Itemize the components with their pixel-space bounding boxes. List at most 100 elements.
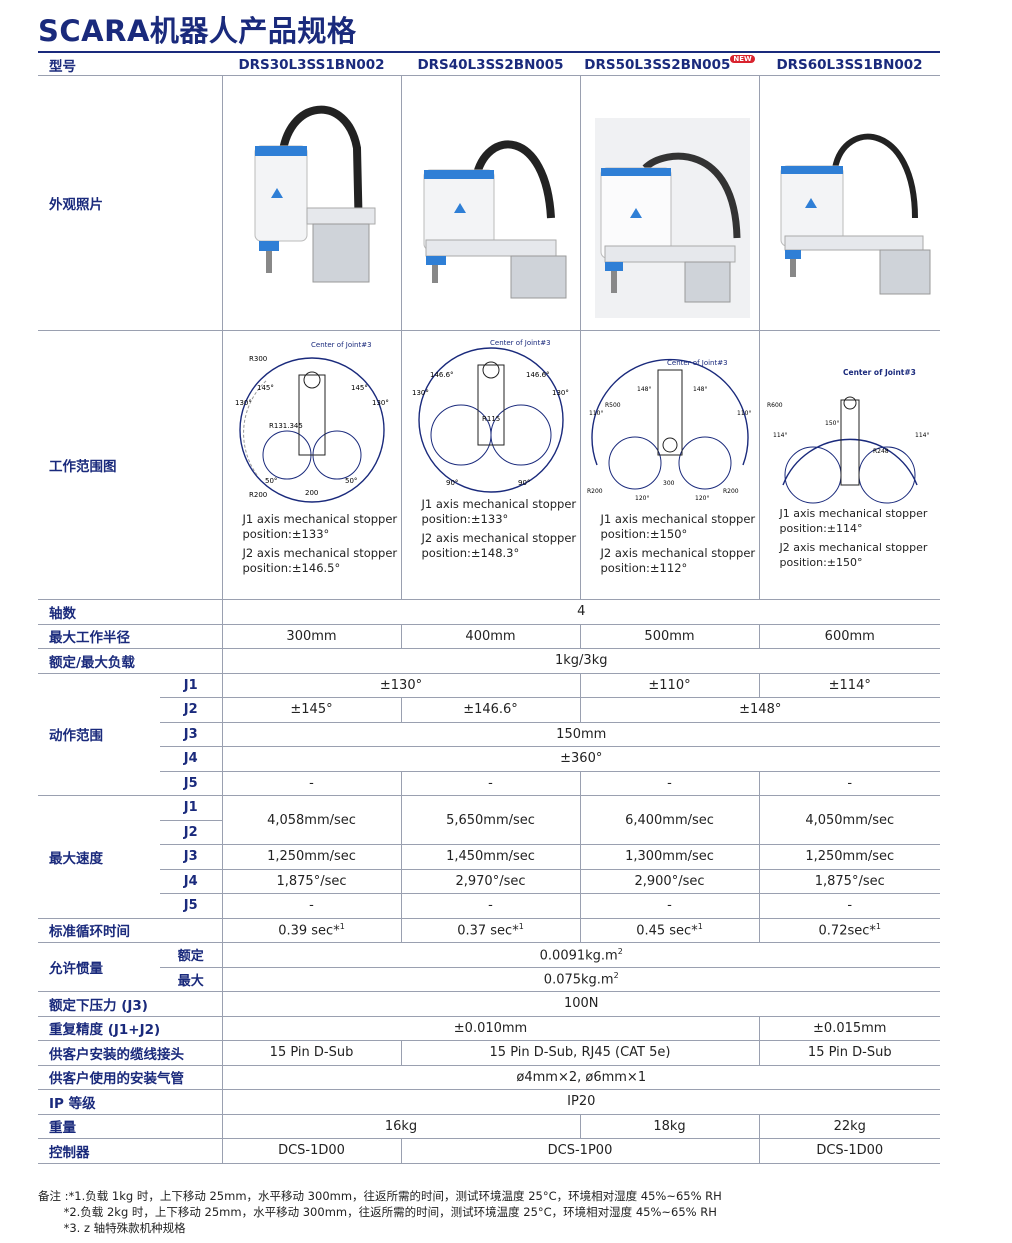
motion-j3-row: J3 150mm (38, 722, 940, 747)
speed-j5-row: J5 - - - - (38, 893, 940, 919)
repeat-value: ±0.010mm (221, 1016, 759, 1041)
j1-stopper-note: J1 axis mechanical stopper position:±133… (242, 512, 398, 541)
speed-j3-value: 1,250mm/sec (758, 844, 940, 870)
cable-label: 供客户安装的缆线接头 (38, 1040, 222, 1066)
motion-j2-value: ±146.6° (400, 697, 580, 723)
motion-j5-value: - (579, 771, 759, 796)
work-cell-4: Center of Joint#3 R600 R248 114° 150° 11… (758, 330, 940, 600)
model-4: DRS60L3SS1BN002 (759, 54, 940, 76)
cycle-text: 0.45 sec* (636, 923, 698, 939)
air-label: 供客户使用的安装气管 (38, 1065, 222, 1090)
speed-j12-value: 5,650mm/sec (400, 795, 580, 845)
work-range-diagram-4: Center of Joint#3 R600 R248 114° 150° 11… (767, 368, 929, 504)
spec-table: 型号 DRS30L3SS1BN002 DRS40L3SS2BN005 DRS50… (38, 54, 940, 1164)
model-2: DRS40L3SS2BN005 (401, 54, 580, 76)
repeat-label: 重复精度 (J1+J2) (38, 1016, 222, 1041)
motion-j1-row: 动作范围 J1 ±130° ±110° ±114° (38, 673, 940, 796)
cycle-label: 标准循环时间 (38, 918, 222, 943)
weight-label: 重量 (38, 1114, 222, 1139)
radius-label: R248 (873, 448, 889, 455)
photo-cell-3 (579, 75, 759, 331)
motion-j4-label: J4 (160, 746, 223, 772)
model-3-text: DRS50L3SS2BN005 (584, 56, 731, 73)
inertia-max-value: 0.075kg.m2 (222, 967, 940, 992)
speed-j1-label: J1 (160, 795, 223, 821)
motion-j5-value: - (758, 771, 940, 796)
work-range-row: 工作范围图 Center of Joint#3 R300 R131.345 R2… (38, 330, 940, 600)
j2-stopper-note: J2 axis mechanical stopper position:±112… (600, 546, 756, 575)
inertia-max-row: 最大 0.075kg.m2 (38, 967, 940, 992)
angle-label: 130° (372, 399, 389, 407)
work-note-2: J1 axis mechanical stopper position:±133… (402, 497, 580, 560)
max-radius-value: 500mm (579, 624, 759, 649)
model-1: DRS30L3SS1BN002 (222, 54, 401, 76)
repeat-value: ±0.015mm (758, 1016, 940, 1041)
angle-label: 50° (265, 477, 277, 485)
angle-label: 120° (695, 495, 709, 502)
ip-row: IP 等级 IP20 (38, 1089, 940, 1115)
cycle-value: 0.37 sec*1 (400, 918, 580, 943)
speed-j3-value: 1,300mm/sec (579, 844, 759, 870)
speed-j4-row: J4 1,875°/sec 2,970°/sec 2,900°/sec 1,87… (38, 869, 940, 894)
speed-j3-row: J3 1,250mm/sec 1,450mm/sec 1,300mm/sec 1… (38, 844, 940, 870)
weight-value: 22kg (758, 1114, 940, 1139)
ip-value: IP20 (221, 1089, 940, 1115)
distance-label: 300 (663, 480, 675, 487)
cycle-text: 0.37 sec* (457, 923, 519, 939)
j1-stopper-note: J1 axis mechanical stopper position:±133… (421, 497, 577, 526)
j1-stopper-note: J1 axis mechanical stopper position:±150… (600, 512, 756, 541)
photo-cell-4 (758, 75, 940, 331)
payload-label: 额定/最大负载 (38, 648, 222, 674)
j2-stopper-note: J2 axis mechanical stopper position:±146… (242, 546, 398, 575)
motion-j4-value: ±360° (222, 746, 940, 772)
motion-j2-label: J2 (160, 697, 223, 723)
weight-value: 18kg (579, 1114, 759, 1139)
max-radius-value: 300mm (221, 624, 401, 649)
cable-row: 供客户安装的缆线接头 15 Pin D-Sub 15 Pin D-Sub, RJ… (38, 1040, 940, 1066)
motion-label: 动作范围 (38, 673, 160, 796)
cycle-value: 0.45 sec*1 (579, 918, 759, 943)
motion-j3-label: J3 (160, 722, 223, 747)
angle-label: 146.6° (430, 371, 454, 379)
force-row: 额定下压力 (J3) 100N (38, 991, 940, 1017)
angle-label: 145° (257, 384, 274, 392)
work-cell-2: Center of Joint#3 R115 130° 146.6° 146.6… (400, 330, 580, 600)
header-row: 型号 DRS30L3SS1BN002 DRS40L3SS2BN005 DRS50… (38, 54, 940, 76)
cycle-text: 0.39 sec* (278, 923, 340, 939)
cable-value: 15 Pin D-Sub, RJ45 (CAT 5e) (400, 1040, 759, 1066)
radius-label: R300 (249, 355, 267, 363)
speed-j1-row: 最大速度 J1 4,058mm/sec 5,650mm/sec 6,400mm/… (38, 795, 940, 919)
controller-value: DCS-1P00 (400, 1138, 759, 1164)
j1-stopper-note: J1 axis mechanical stopper position:±114… (779, 507, 928, 535)
work-range-diagram-1: Center of Joint#3 R300 R131.345 R200 130… (235, 341, 389, 503)
center-joint-label: Center of Joint#3 (490, 339, 551, 347)
footnotes: 备注 :*1.负载 1kg 时，上下移动 25mm，水平移动 300mm，往返所… (38, 1188, 722, 1236)
photo-label: 外观照片 (38, 75, 222, 331)
angle-label: 114° (773, 432, 787, 439)
inertia-max-text: 0.075kg.m (543, 972, 614, 988)
robot-photo-1 (254, 105, 375, 283)
j2-stopper-note: J2 axis mechanical stopper position:±150… (779, 541, 928, 569)
work-range-diagram-2: Center of Joint#3 R115 130° 146.6° 146.6… (412, 339, 568, 493)
motion-j2-value: ±145° (222, 697, 401, 723)
cycle-text: 0.72sec* (818, 923, 876, 939)
weight-row: 重量 16kg 18kg 22kg (38, 1114, 940, 1139)
model-label: 型号 (38, 54, 222, 76)
speed-j12-value: 4,050mm/sec (758, 795, 940, 845)
inertia-rated-label: 额定 (160, 942, 223, 968)
motion-j1-value: ±110° (579, 673, 759, 698)
max-radius-label: 最大工作半径 (38, 624, 222, 649)
speed-j5-label: J5 (160, 893, 223, 919)
repeat-row: 重复精度 (J1+J2) ±0.010mm ±0.015mm (38, 1016, 940, 1041)
angle-label: 130° (235, 399, 252, 407)
motion-j5-value: - (222, 771, 401, 796)
speed-j4-value: 2,900°/sec (579, 869, 759, 894)
speed-j2-label: J2 (160, 820, 223, 845)
speed-j5-value: - (579, 893, 759, 919)
angle-label: 110° (589, 410, 603, 417)
angle-label: 130° (412, 389, 429, 397)
photo-row: 外观照片 (38, 75, 940, 331)
inertia-rated-text: 0.0091kg.m (539, 947, 618, 963)
angle-label: 148° (637, 386, 651, 393)
unit-exponent: 2 (617, 946, 623, 956)
